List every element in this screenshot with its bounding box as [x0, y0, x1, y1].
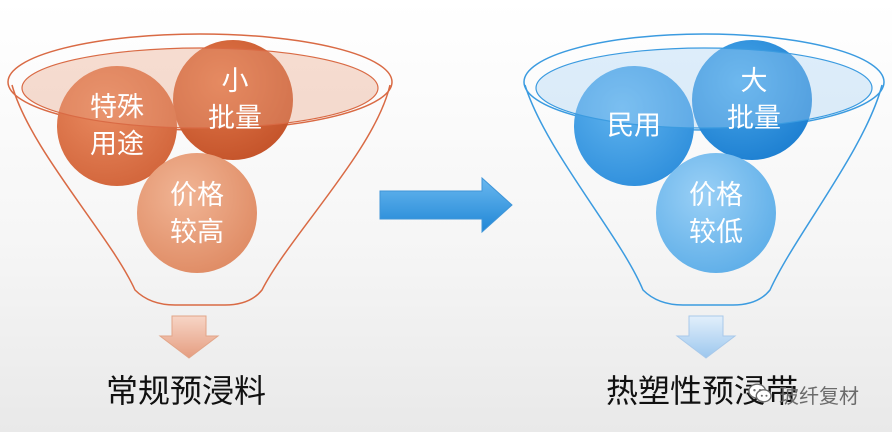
left-bubble-special-use-label: 特殊 用途	[90, 92, 144, 160]
right-bubble-civil-use	[574, 66, 694, 186]
left-bubble-special-use	[57, 66, 177, 186]
right-bubble-large-batch-label: 大 批量	[727, 66, 781, 134]
wechat-icon	[748, 383, 772, 403]
left-funnel-rim-fill	[21, 47, 379, 129]
left-caption: 常规预浸料	[106, 372, 267, 410]
left-bubble-small-batch	[173, 40, 293, 160]
right-bubble-civil-use-label: 民用	[607, 110, 661, 142]
right-funnel-rim-fill	[535, 47, 873, 129]
left-funnel-outline	[11, 84, 391, 306]
right-funnel-outline	[524, 84, 883, 306]
left-bubble-high-price-label: 价格 较高	[170, 180, 224, 248]
left-bubble-high-price	[137, 153, 257, 273]
left-down-arrow-icon	[158, 315, 220, 359]
right-bubble-low-price	[656, 153, 776, 273]
left-bubble-small-batch-label: 小 批量	[208, 66, 262, 134]
right-arrow-icon	[379, 176, 513, 234]
right-funnel	[523, 33, 885, 359]
right-bubble-large-batch	[692, 40, 812, 160]
right-bubble-low-price-label: 价格 较低	[689, 180, 743, 248]
right-down-arrow-icon	[675, 315, 737, 359]
left-funnel	[7, 33, 393, 359]
watermark-text: 玻纤复材	[779, 384, 859, 408]
